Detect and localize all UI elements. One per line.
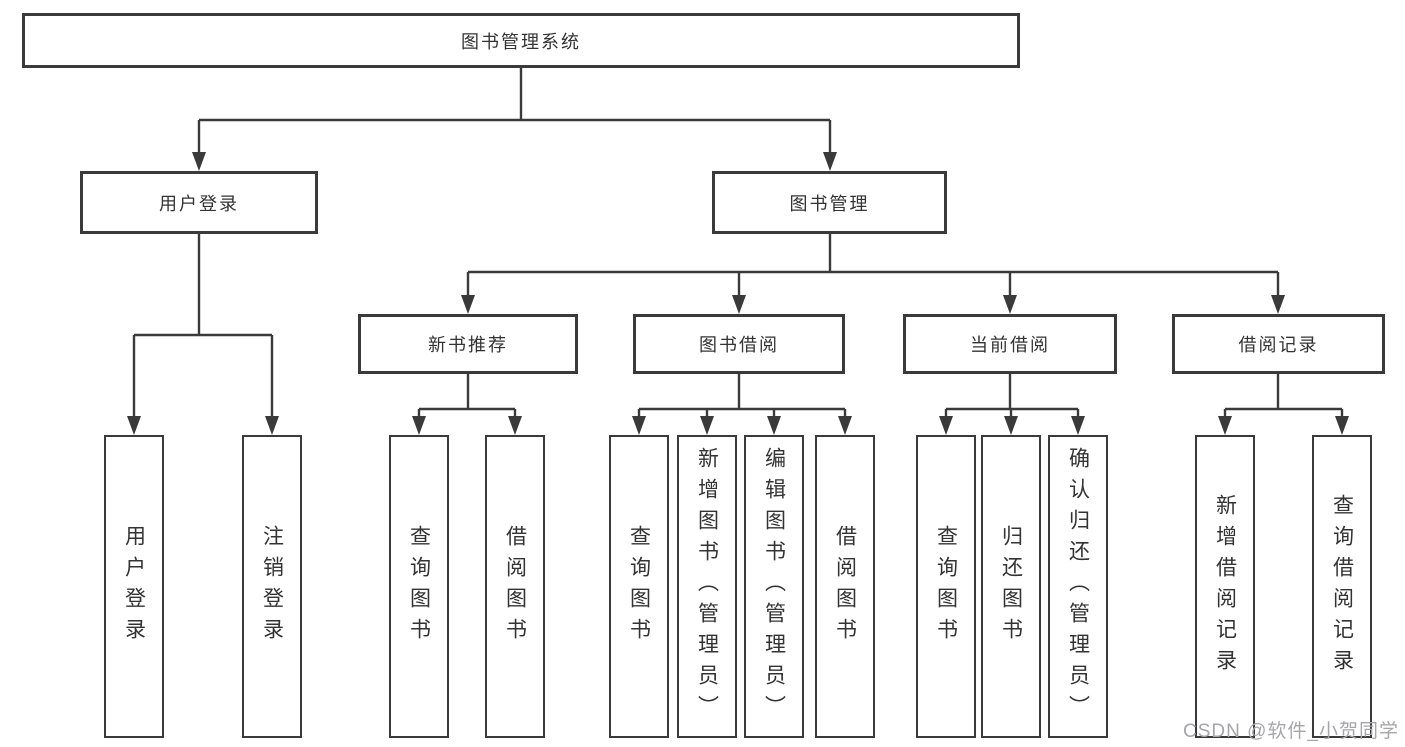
leaf-borrowing-borrow-books: 借阅图书 [815, 435, 875, 738]
arrow-icon [508, 416, 522, 435]
node-current-borrowing: 当前借阅 [903, 314, 1117, 374]
csdn-watermark: CSDN @软件_小贺同学 [1183, 721, 1399, 742]
leaf-label: 注销登录 [260, 524, 284, 649]
leaf-borrowing-add-books-admin: 新增图书（管理员） [677, 435, 737, 738]
leaf-current-query-books: 查询图书 [916, 435, 976, 738]
leaf-label: 查询图书 [627, 524, 651, 649]
arrow-icon [823, 152, 837, 171]
arrow-icon [265, 416, 279, 435]
leaf-records-add-record: 新增借阅记录 [1195, 435, 1255, 738]
arrow-icon [632, 416, 646, 435]
arrow-icon [1004, 416, 1018, 435]
arrow-icon [192, 152, 206, 171]
node-user-login: 用户登录 [80, 171, 318, 234]
node-borrowing-records: 借阅记录 [1172, 314, 1385, 374]
leaf-borrowing-edit-books-admin: 编辑图书（管理员） [744, 435, 804, 738]
arrow-icon [939, 416, 953, 435]
leaf-label: 用户登录 [122, 524, 146, 649]
leaf-borrowing-query-books: 查询图书 [609, 435, 669, 738]
arrow-icon [412, 416, 426, 435]
arrow-icon [1003, 295, 1017, 314]
arrow-icon [1071, 416, 1085, 435]
arrow-icon [1335, 416, 1349, 435]
leaf-current-confirm-return-admin: 确认归还（管理员） [1048, 435, 1108, 738]
leaf-current-return-books: 归还图书 [981, 435, 1041, 738]
leaf-label: 编辑图书（管理员） [762, 447, 786, 726]
arrow-icon [1271, 295, 1285, 314]
arrow-icon [767, 416, 781, 435]
node-book-management: 图书管理 [712, 171, 947, 234]
node-book-borrowing: 图书借阅 [633, 314, 845, 374]
leaf-label: 新增借阅记录 [1213, 493, 1237, 680]
leaf-logout: 注销登录 [242, 435, 302, 738]
leaf-recommend-query-books: 查询图书 [389, 435, 449, 738]
arrow-icon [461, 295, 475, 314]
leaf-records-query-record: 查询借阅记录 [1312, 435, 1372, 738]
leaf-label: 新增图书（管理员） [695, 447, 719, 726]
leaf-label: 确认归还（管理员） [1066, 447, 1090, 726]
leaf-label: 借阅图书 [503, 524, 527, 649]
leaf-label: 查询图书 [934, 524, 958, 649]
node-library-system: 图书管理系统 [22, 13, 1020, 68]
leaf-label: 借阅图书 [833, 524, 857, 649]
leaf-label: 查询借阅记录 [1330, 493, 1354, 680]
node-new-book-recommend: 新书推荐 [358, 314, 578, 374]
arrow-icon [1218, 416, 1232, 435]
leaf-recommend-borrow-books: 借阅图书 [485, 435, 545, 738]
leaf-user-login: 用户登录 [104, 435, 164, 738]
leaf-label: 查询图书 [407, 524, 431, 649]
arrow-icon [732, 295, 746, 314]
arrow-icon [700, 416, 714, 435]
arrow-icon [127, 416, 141, 435]
leaf-label: 归还图书 [999, 524, 1023, 649]
arrow-icon [838, 416, 852, 435]
